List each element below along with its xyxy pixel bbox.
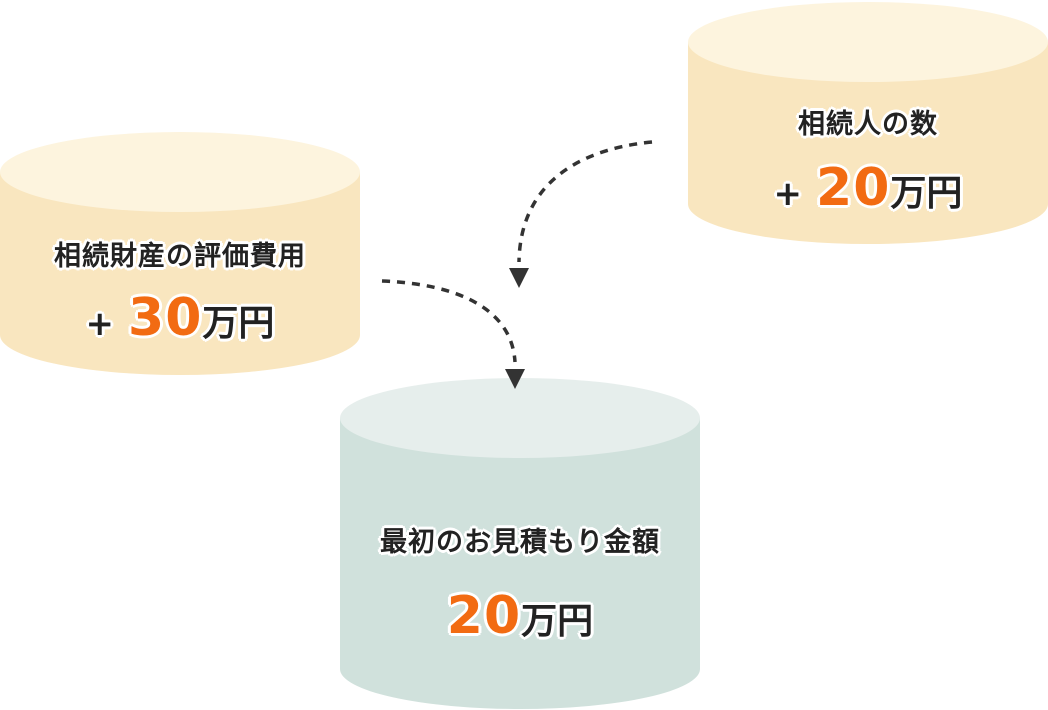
cylinder-base (340, 378, 700, 709)
heirs-plus: + (773, 174, 803, 214)
assets-number: 30 (128, 288, 203, 348)
assets-plus: + (85, 304, 115, 344)
cylinder-assets-body (0, 172, 360, 375)
base-title: 最初のお見積もり金額 (380, 527, 660, 558)
assets-title: 相続財産の評価費用 (54, 241, 306, 272)
arrow-assets-to-base (381, 279, 525, 389)
base-number: 20 (446, 586, 522, 646)
cylinder-heirs (688, 2, 1048, 244)
assets-amount: +30万円 (0, 292, 360, 344)
arrow-assets-line (381, 279, 517, 363)
base-unit: 万円 (521, 601, 594, 642)
assets-unit: 万円 (202, 303, 275, 344)
cylinder-base-body (340, 418, 700, 709)
heirs-number: 20 (816, 158, 891, 218)
cylinder-heirs-body (688, 42, 1048, 244)
heirs-unit: 万円 (890, 173, 963, 214)
heirs-amount: +20万円 (688, 162, 1048, 214)
base-amount: 20万円 (340, 590, 700, 642)
arrow-heirs-head (509, 268, 529, 288)
arrow-assets-head (505, 369, 525, 389)
arrow-heirs-line (517, 140, 653, 263)
cylinder-base-top (340, 378, 700, 458)
cylinder-heirs-top (688, 2, 1048, 82)
cylinder-assets-top (0, 132, 360, 212)
cylinder-assets (0, 132, 360, 375)
heirs-title: 相続人の数 (798, 109, 938, 140)
arrow-heirs-to-base (509, 140, 653, 288)
